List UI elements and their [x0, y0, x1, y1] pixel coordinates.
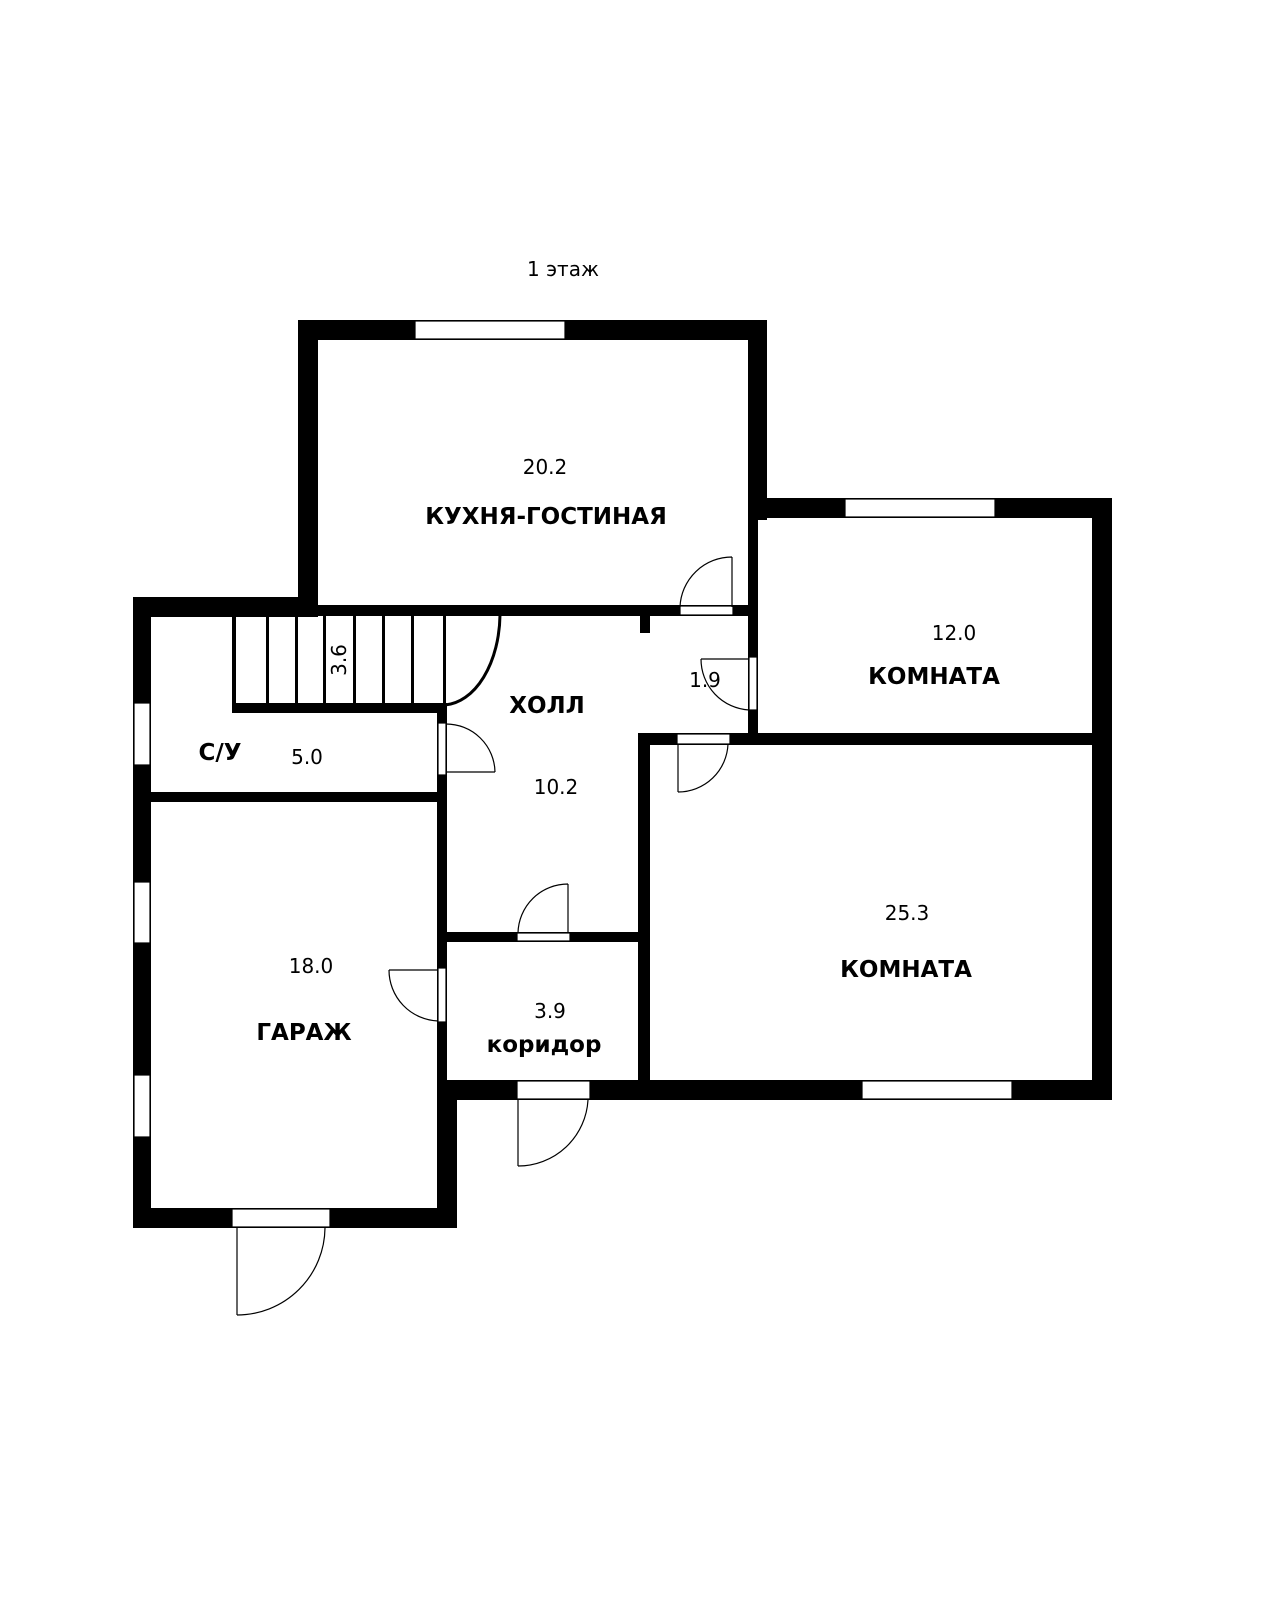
garage-area: 18.0: [289, 954, 334, 978]
kitchen-name: КУХНЯ-ГОСТИНАЯ: [425, 504, 667, 530]
hall-name: ХОЛЛ: [509, 693, 585, 719]
small-area: 1.9: [689, 668, 721, 692]
garage-name: ГАРАЖ: [256, 1020, 351, 1046]
room-12-name: КОМНАТА: [868, 664, 1000, 690]
doors: [231, 556, 758, 1316]
hall-area: 10.2: [534, 775, 579, 799]
corridor-name: коридор: [487, 1032, 602, 1058]
room-12-area: 12.0: [932, 621, 977, 645]
room-25-name: КОМНАТА: [840, 957, 972, 983]
stairs: 3.6: [232, 614, 502, 707]
labels: 20.2 КУХНЯ-ГОСТИНАЯ 12.0 КОМНАТА ХОЛЛ 10…: [198, 455, 1000, 1058]
bathroom-area: 5.0: [291, 745, 323, 769]
bathroom-name: С/У: [198, 740, 241, 766]
floor-title: 1 этаж: [527, 257, 599, 281]
windows: [133, 320, 1013, 1138]
room-25-area: 25.3: [885, 901, 930, 925]
kitchen-area: 20.2: [523, 455, 568, 479]
corridor-area: 3.9: [534, 999, 566, 1023]
stairs-area: 3.6: [327, 644, 351, 676]
